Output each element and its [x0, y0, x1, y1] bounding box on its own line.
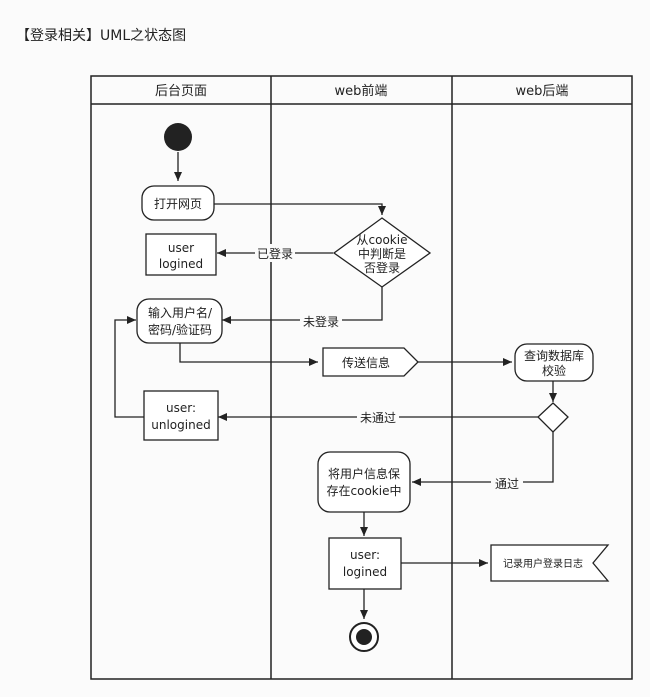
node-user-unlogined: [143, 390, 219, 441]
node-user-logined-2-label: logined: [343, 565, 387, 579]
edge-label-bg: [357, 408, 399, 426]
edge-unlogined-to-input: [114, 316, 144, 418]
edge-label-not-logged-in: 未登录: [303, 314, 339, 329]
node-send-info-label: 传送信息: [342, 355, 390, 370]
edge-label-passed: 通过: [495, 477, 519, 491]
node-open-page-label: 打开网页: [154, 197, 202, 211]
node-user-logined-2: [328, 537, 402, 590]
node-decision: [537, 402, 569, 433]
node-input-credentials-label: 输入用户名/: [148, 305, 213, 320]
node-check-cookie-label: 从cookie: [357, 233, 408, 247]
lane-label-web-frontend: web前端: [335, 83, 388, 99]
node-input-credentials-label: 密码/验证码: [148, 322, 212, 337]
node-save-cookie-label: 将用户信息保: [328, 466, 400, 481]
swimlane-border: [90, 75, 633, 680]
node-send-info: [322, 347, 419, 377]
edge-decision-to-save: [412, 432, 554, 486]
edge-input-to-send: [179, 343, 318, 366]
edge-label-bg: [255, 244, 295, 262]
edge-label-bg: [491, 474, 523, 492]
node-save-cookie: [317, 451, 411, 513]
page-title: 【登录相关】UML之状态图: [16, 28, 187, 44]
lane-label-web-backend: web后端: [516, 84, 569, 99]
node-user-logined-1-label: user: [168, 241, 194, 255]
node-open-page: [141, 185, 215, 221]
node-log-login-label: 记录用户登录日志: [503, 557, 583, 570]
lane-label-backend-page: 后台页面: [155, 84, 207, 99]
edge-label-logged-in: 已登录: [257, 246, 293, 261]
node-user-unlogined-label: unlogined: [151, 418, 210, 432]
node-user-unlogined-label: user:: [166, 401, 196, 415]
node-query-db: [514, 343, 594, 382]
node-user-logined-2-label: user:: [350, 548, 380, 562]
swimlane-frame: [90, 75, 633, 680]
node-log-login: [490, 544, 610, 582]
edge-check-to-input: [222, 287, 383, 324]
start-node: [164, 123, 192, 151]
node-check-cookie-label: 否登录: [364, 260, 400, 275]
node-user-logined-1: [145, 233, 217, 276]
edge-label-bg: [300, 312, 342, 330]
node-query-db-label: 查询数据库: [524, 348, 584, 363]
node-check-cookie: [332, 217, 432, 288]
node-input-credentials: [136, 298, 223, 344]
node-query-db-label: 校验: [542, 363, 566, 378]
edge-label-not-passed: 未通过: [360, 411, 396, 425]
node-user-logined-1-label: logined: [159, 257, 203, 271]
end-node-inner: [356, 629, 372, 645]
edge-open-to-check: [214, 203, 386, 215]
node-save-cookie-label: 存在cookie中: [327, 483, 402, 498]
node-check-cookie-label: 中判断是: [358, 246, 406, 261]
